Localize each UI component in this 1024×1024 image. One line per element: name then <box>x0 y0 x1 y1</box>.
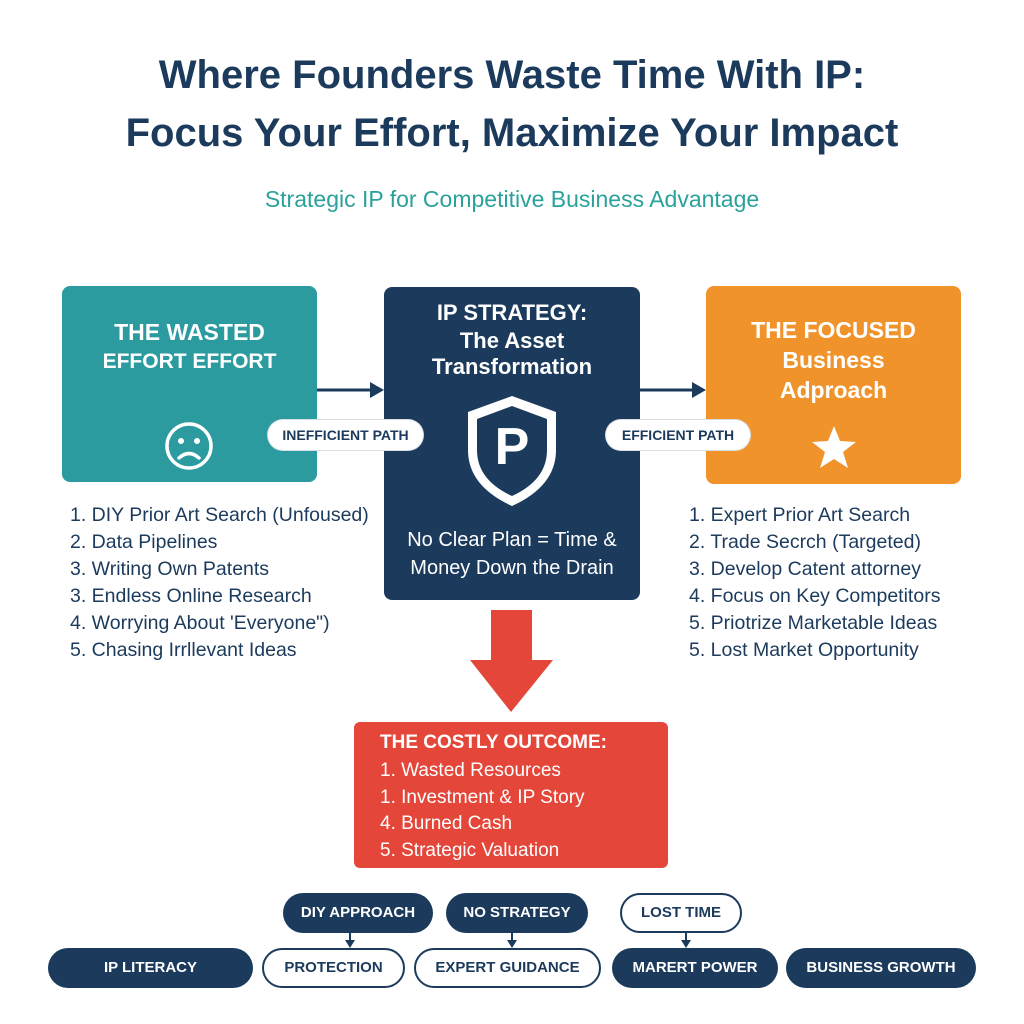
list-item: 2. Trade Secrch (Targeted) <box>689 531 921 553</box>
list-item: 4. Burned Cash <box>380 813 513 834</box>
down-arrow-icon <box>470 610 553 712</box>
tag-expert-guidance: EXPERT GUIDANCE <box>414 948 601 988</box>
strategy-title-line3: Transformation <box>431 354 593 379</box>
list-item: 5. Priotrize Marketable Ideas <box>689 612 938 634</box>
focused-title-line2: Business <box>782 347 885 373</box>
strategy-title-line1: IP STRATEGY: <box>436 300 588 325</box>
outcome-list: 1. Wasted Resources 1. Investment & IP S… <box>380 758 585 864</box>
tag-connector-head-3 <box>681 940 691 948</box>
wasted-title-line1: THE WASTED <box>114 319 265 345</box>
ip-strategy-box: IP STRATEGY: The Asset Transformation P … <box>384 287 640 600</box>
focused-title-line1: THE FOCUSED <box>751 317 916 343</box>
page-subtitle: Strategic IP for Competitive Business Ad… <box>264 186 760 212</box>
list-item: 5. Strategic Valuation <box>380 839 560 861</box>
outcome-title: THE COSTLY OUTCOME: <box>380 732 607 753</box>
strategy-note-line2: Money Down the Drain <box>410 557 614 579</box>
list-item: 5. Chasing Irrllevant Ideas <box>70 639 297 661</box>
list-item: 1. Investment & IP Story <box>380 786 585 808</box>
page-title-line2: Focus Your Effort, Maximize Your Impact <box>125 111 899 155</box>
list-item: 4. Worrying About 'Everyone") <box>70 612 330 634</box>
strategy-note-line1: No Clear Plan = Time & <box>407 529 617 551</box>
efficient-path-label: EFFICIENT PATH <box>606 420 750 450</box>
list-item: 4. Focus on Key Competitors <box>689 585 941 607</box>
tag-diy-approach: DIY APPROACH <box>283 893 433 933</box>
arrow-head-right <box>692 382 706 398</box>
list-item: 3. Writing Own Patents <box>70 558 270 580</box>
sad-face-icon <box>165 422 213 470</box>
costly-outcome-box: THE COSTLY OUTCOME: 1. Wasted Resources … <box>354 722 668 868</box>
focused-approach-list: 1. Expert Prior Art Search 2. Trade Secr… <box>689 502 1009 664</box>
shield-letter: P <box>494 418 530 476</box>
inefficient-path-label: INEFFICIENT PATH <box>268 420 423 450</box>
tag-protection: PROTECTION <box>262 948 405 988</box>
list-item: 3. Endless Online Research <box>70 585 312 607</box>
tag-no-strategy: NO STRATEGY <box>446 893 588 933</box>
shield-icon <box>468 396 556 506</box>
list-item: 2. Data Pipelines <box>70 531 218 553</box>
list-item: 1. Expert Prior Art Search <box>689 504 911 526</box>
wasted-title-line2: EFFORT EFFORT <box>102 350 277 373</box>
list-item: 5. Lost Market Opportunity <box>689 639 919 661</box>
tag-connector-head-2 <box>507 940 517 948</box>
focused-title-line3: Adproach <box>779 377 888 403</box>
focused-approach-box: THE FOCUSED Business Adproach <box>706 286 961 484</box>
page-title-line1: Where Founders Waste Time With IP: <box>158 53 866 97</box>
tag-connector-head-1 <box>345 940 355 948</box>
tag-market-power: MARERT POWER <box>612 948 778 988</box>
tag-lost-time: LOST TIME <box>620 893 742 933</box>
star-icon <box>812 426 856 468</box>
list-item: 3. Develop Catent attorney <box>689 558 921 580</box>
wasted-effort-box: THE WASTED EFFORT EFFORT <box>62 286 317 482</box>
wasted-effort-list: 1. DIY Prior Art Search (Unfoused) 2. Da… <box>70 502 390 664</box>
arrow-head-left <box>370 382 384 398</box>
tag-ip-literacy: IP LITERACY <box>48 948 253 988</box>
list-item: 1. Wasted Resources <box>380 760 561 781</box>
strategy-title-line2: The Asset <box>459 328 565 353</box>
tag-business-growth: BUSINESS GROWTH <box>786 948 976 988</box>
list-item: 1. DIY Prior Art Search (Unfoused) <box>70 504 369 526</box>
